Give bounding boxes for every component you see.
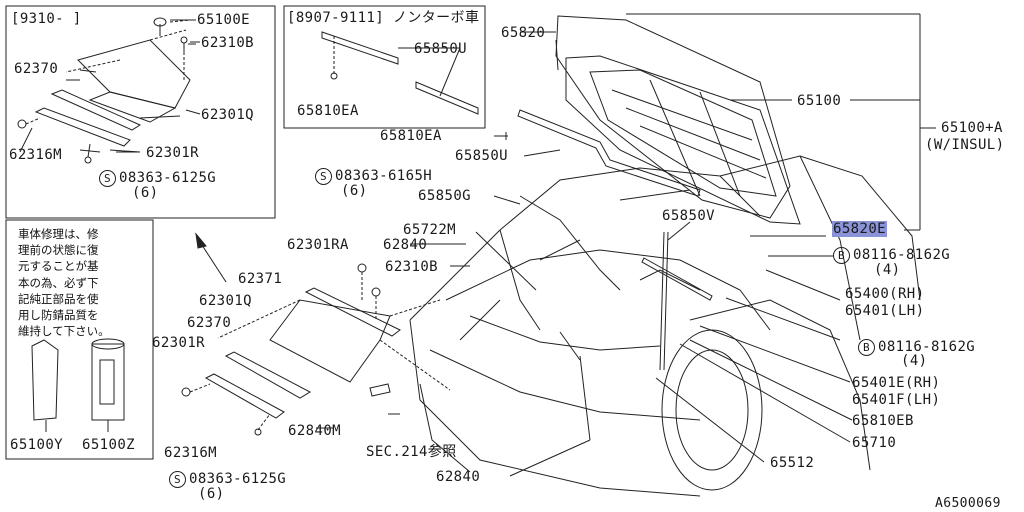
label-62316M-inset: 62316M [9, 147, 62, 163]
inset-note-frame [6, 220, 153, 459]
inset-top-frame [6, 6, 275, 218]
diagram-id: A6500069 [935, 496, 1001, 511]
label-65850V: 65850V [662, 208, 715, 224]
label-62301Q: 62301Q [199, 293, 252, 309]
body-drawing [410, 156, 920, 496]
hood-drawing [556, 16, 800, 224]
bolt1-qty: (4) [874, 262, 901, 278]
screw-symbol: S [315, 168, 332, 185]
inset-turbo-header: [8907-9111] ノンターボ車 [287, 10, 480, 26]
label-62301RA: 62301RA [287, 237, 349, 253]
label-65850G: 65850G [418, 188, 471, 204]
label-65810EB: 65810EB [852, 413, 914, 429]
label-65810EA: 65810EA [380, 128, 442, 144]
label-65810EA-inset: 65810EA [297, 103, 359, 119]
reference-arrow [196, 234, 226, 282]
label-65100: 65100 [797, 93, 842, 109]
screw-g-qty: (6) [198, 486, 225, 502]
label-65722M: 65722M [403, 222, 456, 238]
label-65512: 65512 [770, 455, 815, 471]
label-65100E-inset: 65100E [197, 12, 250, 28]
label-65820: 65820 [501, 25, 546, 41]
bolt2-qty: (4) [901, 353, 928, 369]
screw-h-code: 08363-6165H [335, 168, 433, 184]
label-62301R-inset: 62301R [146, 145, 199, 161]
screw-h-qty: (6) [341, 183, 368, 199]
bolt1-code: 08116-8162G [853, 247, 951, 263]
label-65401E: 65401E(RH) [852, 375, 941, 391]
hood-stay-drawing [506, 110, 712, 370]
label-62840-bottom: 62840 [436, 469, 481, 485]
label-62310B-inset: 62310B [201, 35, 254, 51]
label-62310B: 62310B [385, 259, 438, 275]
screw-g-code: 08363-6125G [189, 471, 287, 487]
leader-lines [66, 14, 936, 476]
label-65401: 65401(LH) [845, 303, 925, 319]
bolt2-code: 08116-8162G [878, 339, 976, 355]
label-65400: 65400(RH) [845, 286, 925, 302]
label-65100A: 65100+A [941, 120, 1003, 136]
label-62371: 62371 [238, 271, 283, 287]
label-65850U: 65850U [455, 148, 508, 164]
screw-symbol: S [169, 471, 186, 488]
inset-top-date-range: [9310- ] [11, 11, 82, 27]
label-62301Q-inset: 62301Q [201, 107, 254, 123]
inset-turbo-frame [284, 6, 485, 128]
insulator-assembly-drawing [182, 264, 450, 435]
inset-note-drawing [32, 339, 124, 432]
repair-note-text: 車体修理は、修 理前の状態に復 元することが基 本の為、必ず下 記純正部品を使 … [18, 227, 110, 339]
label-65401F: 65401F(LH) [852, 392, 941, 408]
bolt-symbol: B [833, 247, 850, 264]
label-62316M: 62316M [164, 445, 217, 461]
label-sec-ref: SEC.214参照 [366, 444, 457, 460]
highlighted-part-65820E[interactable]: 65820E [832, 221, 887, 237]
screw-qty-inset: (6) [132, 185, 159, 201]
bolt-symbol: B [858, 339, 875, 356]
label-62301R: 62301R [152, 335, 205, 351]
label-65100A-note: (W/INSUL) [925, 137, 1005, 153]
label-65100Z: 65100Z [82, 437, 135, 453]
label-65710: 65710 [852, 435, 897, 451]
screw-symbol: S [99, 170, 116, 187]
label-65820E: 65820E [832, 221, 887, 237]
label-62840M: 62840M [288, 423, 341, 439]
label-65850U-inset: 65850U [414, 41, 467, 57]
label-62370-inset: 62370 [14, 61, 59, 77]
label-62840: 62840 [383, 237, 428, 253]
label-65100Y: 65100Y [10, 437, 63, 453]
inset-turbo-drawing [322, 32, 478, 114]
label-62370: 62370 [187, 315, 232, 331]
screw-code-inset: 08363-6125G [119, 170, 217, 186]
inset-top-drawing [18, 18, 196, 163]
